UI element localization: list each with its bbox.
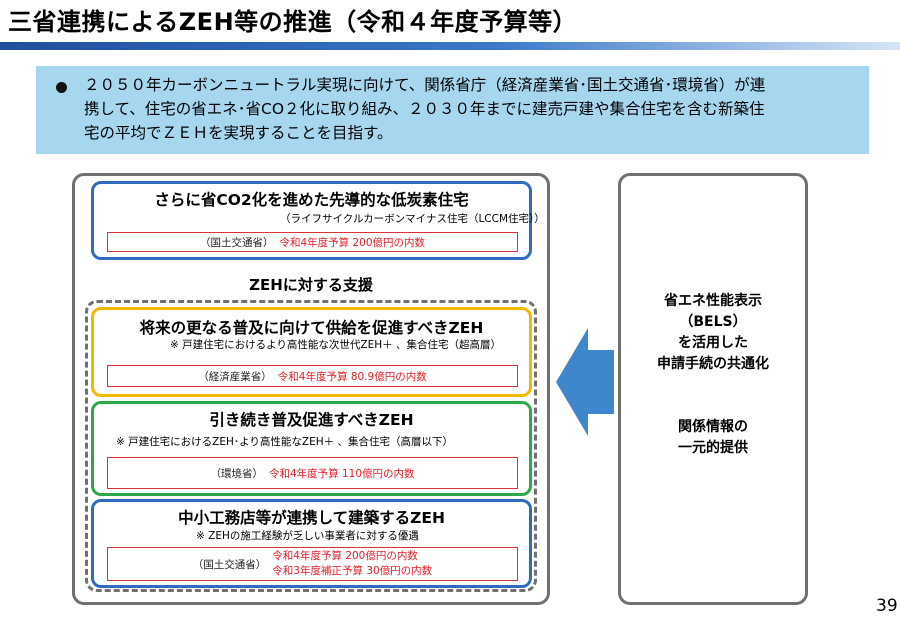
ministry-label: （国土交通省） (192, 558, 267, 571)
right-panel-line: を活用した (678, 335, 748, 351)
right-panel-line: 申請手続の共通化 (657, 356, 769, 372)
budget-amount: 令和4年度予算 200億円の内数 (279, 236, 426, 249)
common-procedures-frame (618, 173, 808, 605)
info-provision-text: 関係情報の 一元的提供 (618, 417, 808, 459)
right-panel-line: 一元的提供 (678, 440, 748, 456)
bullet-icon (56, 82, 67, 93)
summary-line: 携して、住宅の省エネ･省CO２化に取り組み、２０３０年までに建売戸建や集合住宅を… (84, 100, 765, 118)
common-procedure-text: 省エネ性能表示 （BELS） を活用した 申請手続の共通化 (618, 291, 808, 375)
right-panel-line: 関係情報の (678, 419, 748, 435)
ministry-label: （環境省） (210, 467, 263, 480)
mlit-note: ※ ZEHの施工経験が乏しい事業者に対する優遇 (196, 530, 419, 542)
support-programs-frame (72, 173, 550, 605)
summary-line: 宅の平均でＺＥＨを実現することを目指す。 (84, 124, 393, 142)
supplementary-budget-amount: 令和3年度補正予算 30億円の内数 (272, 565, 433, 577)
ministry-label: （経済産業省） (198, 370, 272, 383)
mlit-heading: 中小工務店等が連携して建築するZEH (178, 509, 445, 527)
env-heading: 引き続き普及促進すべきZEH (209, 411, 414, 429)
meti-heading: 将来の更なる普及に向けて供給を促進すべきZEH (139, 319, 484, 337)
summary-text: ２０５０年カーボンニュートラル実現に向けて、関係省庁（経済産業省･国土交通省･環… (84, 73, 859, 145)
budget-amount: 令和4年度予算 80.9億円の内数 (277, 370, 427, 383)
title-underline-bar (0, 42, 900, 50)
budget-amount: 令和4年度予算 110億円の内数 (268, 467, 415, 480)
ministry-label: （国土交通省） (199, 236, 274, 249)
budget-lines: 令和4年度予算 200億円の内数 令和3年度補正予算 30億円の内数 (272, 549, 432, 579)
meti-note: ※ 戸建住宅におけるより高性能な次世代ZEH＋ 、集合住宅（超高層） (170, 339, 501, 351)
summary-line: ２０５０年カーボンニュートラル実現に向けて、関係省庁（経済産業省･国土交通省･環… (84, 76, 766, 94)
lccm-note: （ライフサイクルカーボンマイナス住宅（LCCM住宅）） (280, 213, 545, 225)
right-panel-line: （BELS） (679, 314, 747, 330)
page-title: 三省連携によるZEH等の推進（令和４年度予算等） (8, 8, 578, 36)
meti-zeh-box: 将来の更なる普及に向けて供給を促進すべきZEH ※ 戸建住宅におけるより高性能な… (91, 307, 532, 397)
meti-budget-box: （経済産業省） 令和4年度予算 80.9億円の内数 (107, 365, 518, 387)
mlit-zeh-box: 中小工務店等が連携して建築するZEH ※ ZEHの施工経験が乏しい事業者に対する… (91, 499, 532, 588)
lccm-housing-box: さらに省CO2化を進めた先導的な低炭素住宅 （ライフサイクルカーボンマイナス住宅… (91, 181, 545, 260)
budget-amount: 令和4年度予算 200億円の内数 (272, 550, 418, 562)
right-panel-line: 省エネ性能表示 (664, 293, 762, 309)
lccm-heading: さらに省CO2化を進めた先導的な低炭素住宅 (154, 191, 469, 209)
env-budget-box: （環境省） 令和4年度予算 110億円の内数 (107, 457, 518, 489)
zeh-support-label: ZEHに対する支援 (249, 276, 373, 294)
env-zeh-box: 引き続き普及促進すべきZEH ※ 戸建住宅におけるZEH･より高性能なZEH＋ … (91, 401, 532, 496)
lccm-budget-box: （国土交通省） 令和4年度予算 200億円の内数 (107, 232, 518, 252)
zeh-support-group-frame (85, 300, 537, 592)
env-note: ※ 戸建住宅におけるZEH･より高性能なZEH＋ 、集合住宅（高層以下） (116, 436, 453, 448)
page-number: 39 (876, 596, 898, 616)
summary-banner: ２０５０年カーボンニュートラル実現に向けて、関係省庁（経済産業省･国土交通省･環… (36, 66, 869, 154)
left-arrow-icon (556, 328, 614, 436)
mlit-budget-box: （国土交通省） 令和4年度予算 200億円の内数 令和3年度補正予算 30億円の… (107, 547, 518, 581)
